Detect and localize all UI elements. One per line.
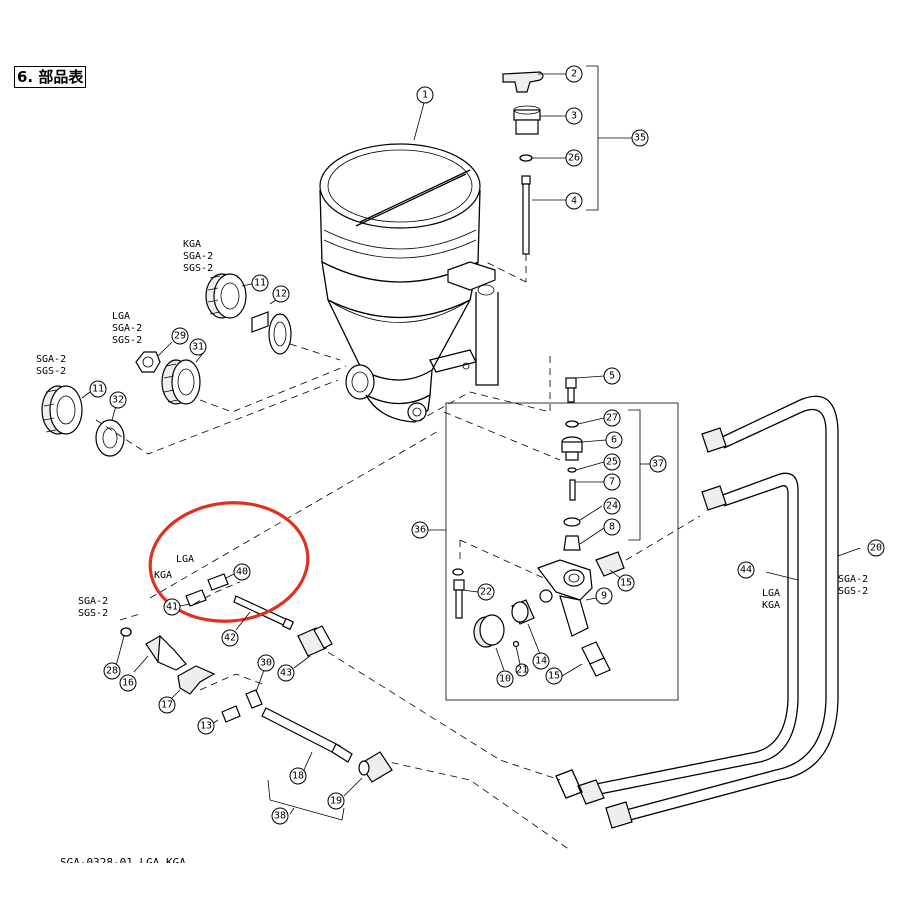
drawing-number: SGA-0328-01 LGA KGA bbox=[60, 856, 186, 863]
part-number: 8 bbox=[609, 522, 615, 533]
variant-label-kga: KGA bbox=[762, 600, 780, 611]
top-valve-assembly bbox=[485, 71, 544, 283]
variant-label-sgs2: SGS-2 bbox=[112, 335, 142, 346]
part-number: 41 bbox=[166, 602, 178, 613]
part-number: 35 bbox=[634, 133, 646, 144]
variant-label-lga: LGA bbox=[112, 311, 130, 322]
part-number: 16 bbox=[122, 678, 134, 689]
part-number: 1 bbox=[422, 90, 428, 101]
variant-label-lga: LGA bbox=[176, 554, 194, 565]
part-number: 25 bbox=[606, 457, 618, 468]
variant-label-sga2: SGA-2 bbox=[78, 596, 108, 607]
variant-label-lga: LGA bbox=[762, 588, 780, 599]
part-number: 29 bbox=[174, 331, 186, 342]
part-number: 40 bbox=[236, 567, 248, 578]
part-number: 15 bbox=[548, 671, 560, 682]
part-number: 4 bbox=[571, 196, 577, 207]
valve-body-assembly bbox=[419, 356, 679, 701]
part-number: 3 bbox=[571, 111, 577, 122]
part-number: 24 bbox=[606, 501, 618, 512]
part-number: 10 bbox=[499, 674, 511, 685]
part-number: 18 bbox=[292, 771, 304, 782]
part-number: 44 bbox=[740, 565, 752, 576]
part-number: 12 bbox=[275, 289, 287, 300]
part-number: 31 bbox=[192, 342, 204, 353]
highlight-circle bbox=[148, 501, 310, 623]
part-number: 30 bbox=[260, 658, 272, 669]
part-number: 38 bbox=[274, 811, 286, 822]
variant-label-sgs2: SGS-2 bbox=[183, 263, 213, 274]
variant-label-sga2: SGA-2 bbox=[112, 323, 142, 334]
variant-label-sga2: SGA-2 bbox=[183, 251, 213, 262]
part-number: 13 bbox=[200, 721, 212, 732]
part-number: 42 bbox=[224, 633, 236, 644]
part-number: 20 bbox=[870, 543, 882, 554]
part-number: 27 bbox=[606, 413, 618, 424]
part-number: 2 bbox=[571, 69, 577, 80]
variant-label-kga: KGA bbox=[183, 239, 201, 250]
part-number: 43 bbox=[280, 668, 292, 679]
part-number: 15 bbox=[620, 578, 632, 589]
variant-label-sgs2: SGS-2 bbox=[78, 608, 108, 619]
page-title: 6. 部品表 bbox=[14, 66, 87, 88]
variant-label-sgs2: SGS-2 bbox=[838, 586, 868, 597]
part-number: 7 bbox=[609, 477, 615, 488]
part-number: 17 bbox=[161, 700, 173, 711]
variant-labels: KGA SGA-2 SGS-2 LGA SGA-2 SGS-2 SGA-2 SG… bbox=[36, 239, 868, 619]
variant-label-sga2: SGA-2 bbox=[36, 354, 66, 365]
part-number: 26 bbox=[568, 153, 580, 164]
hopper-part bbox=[319, 143, 499, 423]
part-number: 9 bbox=[601, 591, 607, 602]
part-number: 6 bbox=[611, 435, 617, 446]
part-number: 37 bbox=[652, 459, 664, 470]
left-couplings bbox=[41, 273, 347, 457]
part-number: 5 bbox=[609, 371, 615, 382]
part-number: 22 bbox=[480, 587, 492, 598]
part-number: 21 bbox=[516, 665, 528, 676]
part-number: 11 bbox=[92, 384, 104, 395]
variant-label-sgs2: SGS-2 bbox=[36, 366, 66, 377]
part-bubbles: 1 2 3 4 5 6 7 8 9 10 11 11 12 13 14 15 1 bbox=[81, 65, 885, 825]
part-number: 32 bbox=[112, 395, 124, 406]
hoses bbox=[555, 395, 861, 829]
part-number: 28 bbox=[106, 666, 118, 677]
variant-label-sga2: SGA-2 bbox=[838, 574, 868, 585]
part-number: 11 bbox=[254, 278, 266, 289]
part-number: 19 bbox=[330, 796, 342, 807]
part-number: 36 bbox=[414, 525, 426, 536]
part-number: 14 bbox=[535, 656, 547, 667]
lower-left-parts bbox=[119, 429, 571, 851]
variant-label-kga: KGA bbox=[154, 570, 172, 581]
